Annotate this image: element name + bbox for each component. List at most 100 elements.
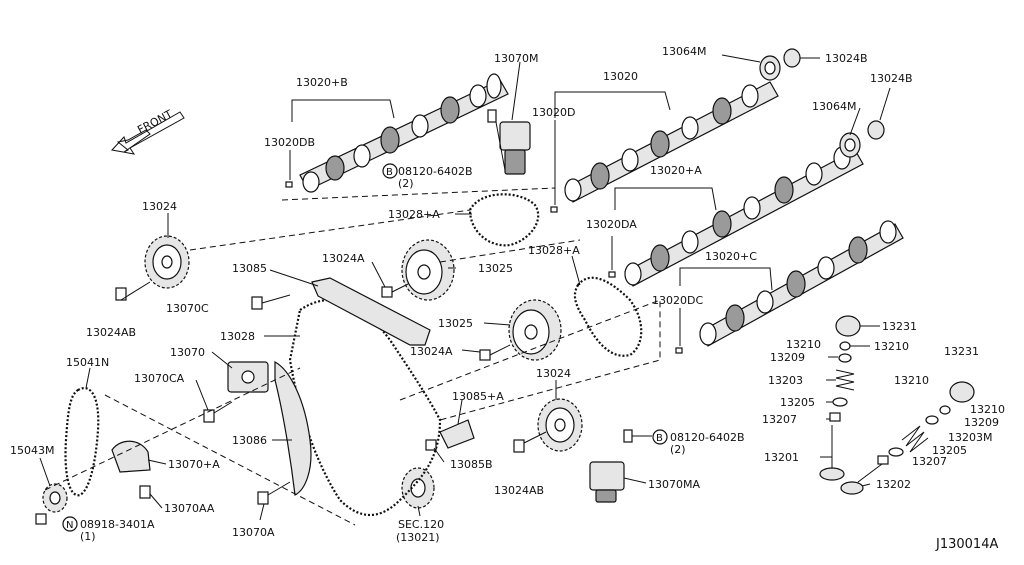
dashed-line-3 [439, 239, 581, 263]
bolt-13070ca [203, 401, 233, 423]
label-13085a: 13085+A [452, 390, 504, 403]
leader-15041n [85, 367, 91, 389]
label-13085b: 13085B [450, 458, 493, 471]
label-13024ab-mid: 13024AB [494, 484, 544, 497]
label-13024b-right: 13024B [870, 72, 913, 85]
label-13201: 13201 [764, 451, 799, 464]
bolt-13070c [251, 294, 291, 310]
label-13024a-top: 13024A [322, 252, 365, 265]
label-13207-b: 13207 [912, 455, 947, 468]
tappet-13231-b [949, 381, 975, 403]
label-13086: 13086 [232, 434, 267, 447]
label-13070c: 13070C [166, 302, 209, 315]
chain-15041n [64, 387, 100, 497]
dashed-line-2 [189, 209, 471, 251]
retainer-13209-a [838, 353, 852, 363]
bracket-13020-c [679, 267, 773, 291]
b-circle-bot-icon [652, 429, 668, 445]
leader-13070m [511, 61, 521, 121]
pin-13020dc [675, 347, 683, 354]
leader-13070a-plus [147, 459, 167, 465]
label-13209-b: 13209 [964, 416, 999, 429]
leader-13085b [433, 447, 445, 463]
leader-13025-mid [483, 322, 511, 326]
spring-13203 [835, 369, 855, 391]
label-13020dc: 13020DC [652, 294, 703, 307]
leader-13070ca [195, 379, 209, 411]
label-13070a-plus: 13070+A [168, 458, 220, 471]
label-13070ma: 13070MA [648, 478, 700, 491]
label-13025-mid: 13025 [438, 317, 473, 330]
diagram-code: J130014A [935, 537, 998, 552]
label-13024-left: 13024 [142, 200, 177, 213]
plug-13024b-top [783, 48, 801, 68]
leader-sec120 [417, 505, 421, 517]
dashed-line-4 [399, 299, 661, 421]
front-label: FRONT [135, 107, 175, 136]
label-13210-c: 13210 [894, 374, 929, 387]
n-circle-icon [62, 516, 78, 532]
leader-13064m-top [721, 54, 761, 63]
chain-13028-a-mid [573, 276, 643, 357]
label-13210-b: 13210 [874, 340, 909, 353]
dashed-line-5 [104, 394, 356, 526]
label-13070m: 13070M [494, 52, 538, 65]
label-15043m: 15043M [10, 444, 54, 457]
label-08120-bot-qty: (2) [670, 443, 686, 456]
label-13070a: 13070A [232, 526, 275, 539]
camshaft-13020-b [299, 73, 509, 193]
label-13020db: 13020DB [264, 136, 315, 149]
bolt-13024ab-mid [513, 431, 547, 453]
bolt-08120-top [487, 109, 497, 123]
leader-13202 [861, 483, 871, 487]
leader-13064m-right [849, 107, 861, 136]
tensioner-13070-a-plus [111, 440, 151, 473]
label-15041n: 15041N [66, 356, 109, 369]
leader-13024a-mid [461, 349, 481, 353]
label-13203: 13203 [768, 374, 803, 387]
label-13209-a: 13209 [770, 351, 805, 364]
label-13024a-mid: 13024A [410, 345, 453, 358]
seal-13207-a [829, 412, 841, 422]
leader-13070a [259, 503, 265, 521]
tensioner-13070ma [589, 461, 625, 503]
b-letter-bot: B [656, 433, 663, 444]
label-08918-qty: (1) [80, 530, 96, 543]
label-13070: 13070 [170, 346, 205, 359]
tensioner-13070 [227, 361, 269, 393]
seal-13207-b [877, 455, 889, 465]
leader-13070aa [149, 493, 163, 509]
seal-13064m-right [839, 132, 861, 158]
seat-13205-a [832, 397, 848, 407]
label-13207-a: 13207 [762, 413, 797, 426]
label-08918: 08918-3401A [80, 518, 155, 531]
pin-13020d [550, 206, 558, 213]
b-circle-top-icon [382, 163, 398, 179]
bracket-13020 [554, 91, 671, 118]
label-13231-b: 13231 [944, 345, 979, 358]
leader-15043m [39, 457, 51, 487]
label-13020-b: 13020+B [296, 76, 348, 89]
label-13070aa: 13070AA [164, 502, 215, 515]
bolt-13024a-mid [479, 344, 511, 361]
label-13064m-right: 13064M [812, 100, 856, 113]
tappet-13231-a [835, 315, 861, 337]
label-13210-a-left: 13210 [786, 338, 821, 351]
label-08120-bot: 08120-6402B [670, 431, 745, 444]
label-13025-top: 13025 [478, 262, 513, 275]
bracket-13085-a [439, 419, 475, 449]
label-13024b-top: 13024B [825, 52, 868, 65]
plug-13024b-right [867, 120, 885, 140]
bracket-13020-b [291, 99, 395, 122]
label-sec120-ref: (13021) [396, 531, 440, 544]
front-arrow-icon [111, 111, 185, 155]
sprocket-sec120 [401, 467, 435, 509]
label-13070ca: 13070CA [134, 372, 185, 385]
bolt-13070a [257, 481, 291, 505]
label-13231-a: 13231 [882, 320, 917, 333]
label-13024ab-left: 13024AB [86, 326, 136, 339]
camshaft-13020 [564, 81, 779, 203]
label-13020d: 13020D [532, 106, 575, 119]
label-13020c: 13020+C [705, 250, 757, 263]
